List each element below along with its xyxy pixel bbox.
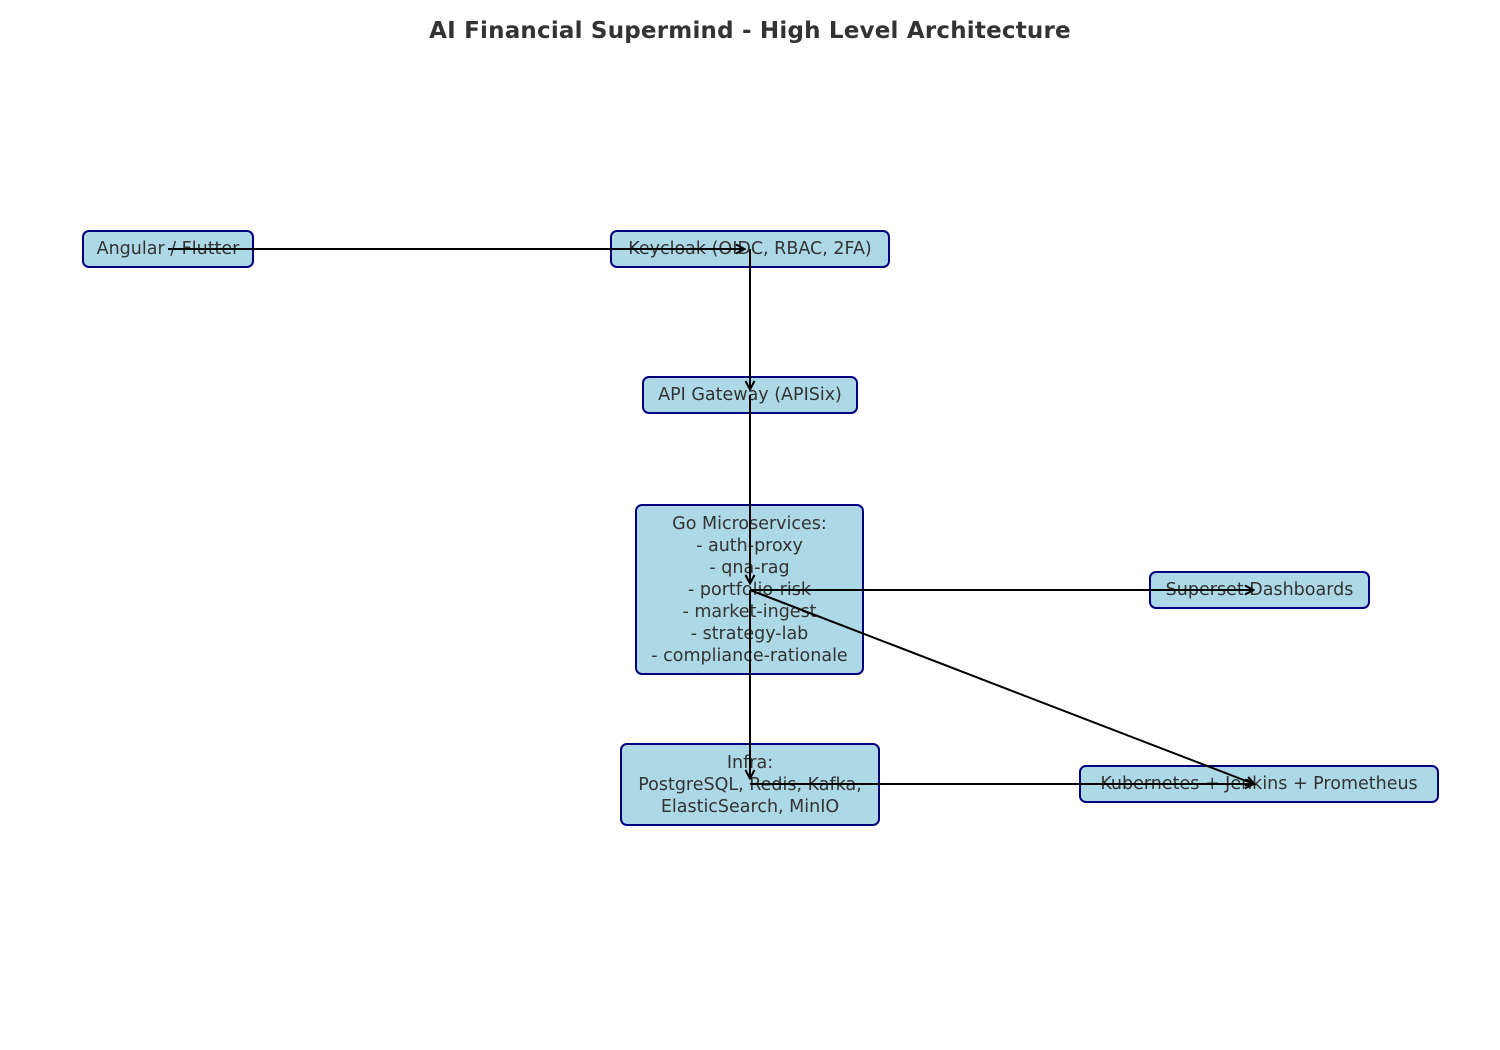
node-superset: Superset Dashboards (1149, 571, 1370, 609)
diagram-title: AI Financial Supermind - High Level Arch… (429, 18, 1071, 44)
node-services-line-6: - strategy-lab (690, 623, 809, 644)
node-keycloak: Keycloak (OIDC, RBAC, 2FA) (610, 230, 890, 268)
node-keycloak-label: Keycloak (OIDC, RBAC, 2FA) (628, 239, 872, 259)
node-frontend-label: Angular / Flutter (96, 239, 240, 259)
node-frontend: Angular / Flutter (82, 230, 254, 268)
node-gateway-label: API Gateway (APISix) (658, 385, 842, 405)
node-services-line-4: - portfolio-risk (688, 579, 811, 600)
node-services-line-5: - market-ingest (682, 601, 817, 622)
node-infra-line-1: Infra: (726, 752, 774, 773)
node-services: Go Microservices: - auth-proxy - qna-rag… (635, 504, 864, 675)
node-infra-line-2: PostgreSQL, Redis, Kafka, (638, 774, 862, 795)
node-gateway: API Gateway (APISix) (642, 376, 858, 414)
node-infra: Infra: PostgreSQL, Redis, Kafka, Elastic… (620, 743, 880, 826)
node-ops-label: Kubernetes + Jenkins + Prometheus (1100, 774, 1418, 794)
node-services-line-3: - qna-rag (709, 557, 790, 578)
node-ops: Kubernetes + Jenkins + Prometheus (1079, 765, 1439, 803)
node-services-line-2: - auth-proxy (696, 535, 803, 556)
node-superset-label: Superset Dashboards (1165, 580, 1354, 600)
node-services-line-7: - compliance-rationale (651, 645, 848, 666)
node-infra-line-3: ElasticSearch, MinIO (660, 796, 840, 817)
node-services-line-1: Go Microservices: (672, 513, 827, 534)
